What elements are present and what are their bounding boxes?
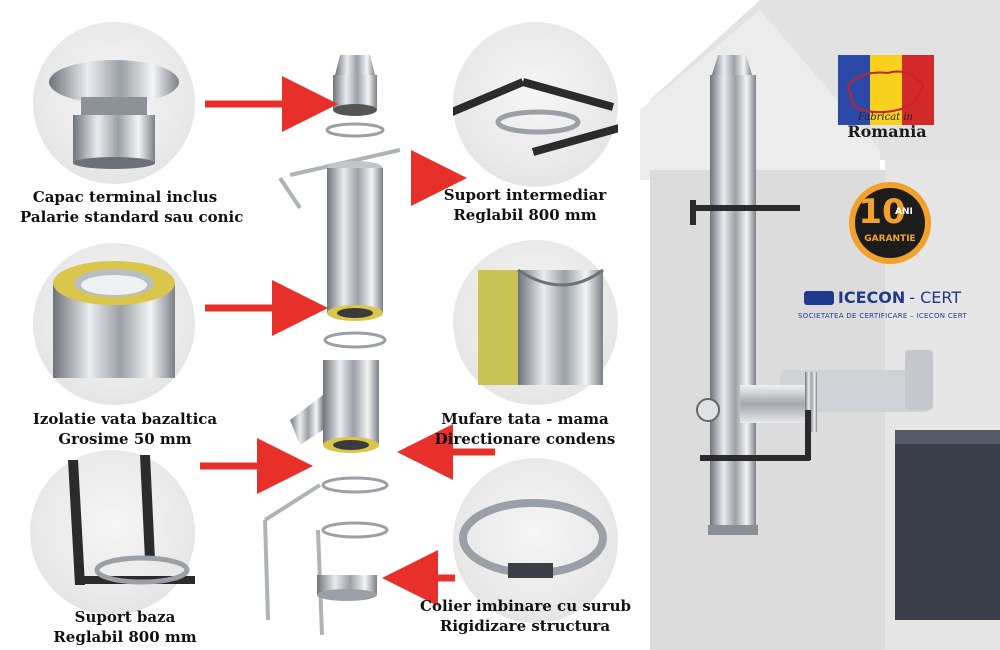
caption-clamp: Colier imbinare cu surub Rigidizare stru… bbox=[420, 597, 631, 635]
feature-image-clamp bbox=[453, 458, 618, 623]
caption-base-support: Suport baza Reglabil 800 mm bbox=[53, 608, 197, 646]
icecon-cert-logo: ICECON - CERT SOCIETATEA DE CERTIFICARE … bbox=[798, 288, 967, 320]
feature-image-base-support bbox=[30, 450, 200, 615]
caption-terminal-cap: Capac terminal inclus Palarie standard s… bbox=[20, 188, 244, 226]
feature-image-coupling bbox=[453, 240, 618, 405]
caption-insulation: Izolatie vata bazaltica Grosime 50 mm bbox=[32, 410, 218, 448]
caption-coupling: Mufare tata - mama Directionare condens bbox=[434, 410, 616, 448]
coupling-icon bbox=[478, 268, 604, 385]
caption-intermediate-support: Suport intermediar Reglabil 800 mm bbox=[443, 186, 607, 224]
feature-image-terminal-cap bbox=[33, 22, 195, 184]
insulation-icon bbox=[53, 261, 175, 378]
terminal-cap-icon bbox=[49, 60, 179, 169]
icecon-logo-icon bbox=[803, 290, 834, 305]
feature-image-insulation bbox=[33, 243, 195, 405]
warranty-badge: 10 ANI GARANTIE bbox=[847, 180, 933, 266]
warranty-seal-icon bbox=[849, 182, 931, 264]
romania-flag-icon bbox=[838, 55, 934, 125]
made-in-romania-badge: Fabricat in Romania bbox=[838, 55, 934, 147]
intermediate-support-icon bbox=[431, 78, 625, 156]
clamp-icon bbox=[459, 499, 607, 578]
feature-image-intermediate-support bbox=[431, 22, 625, 187]
base-support-icon bbox=[68, 455, 200, 585]
